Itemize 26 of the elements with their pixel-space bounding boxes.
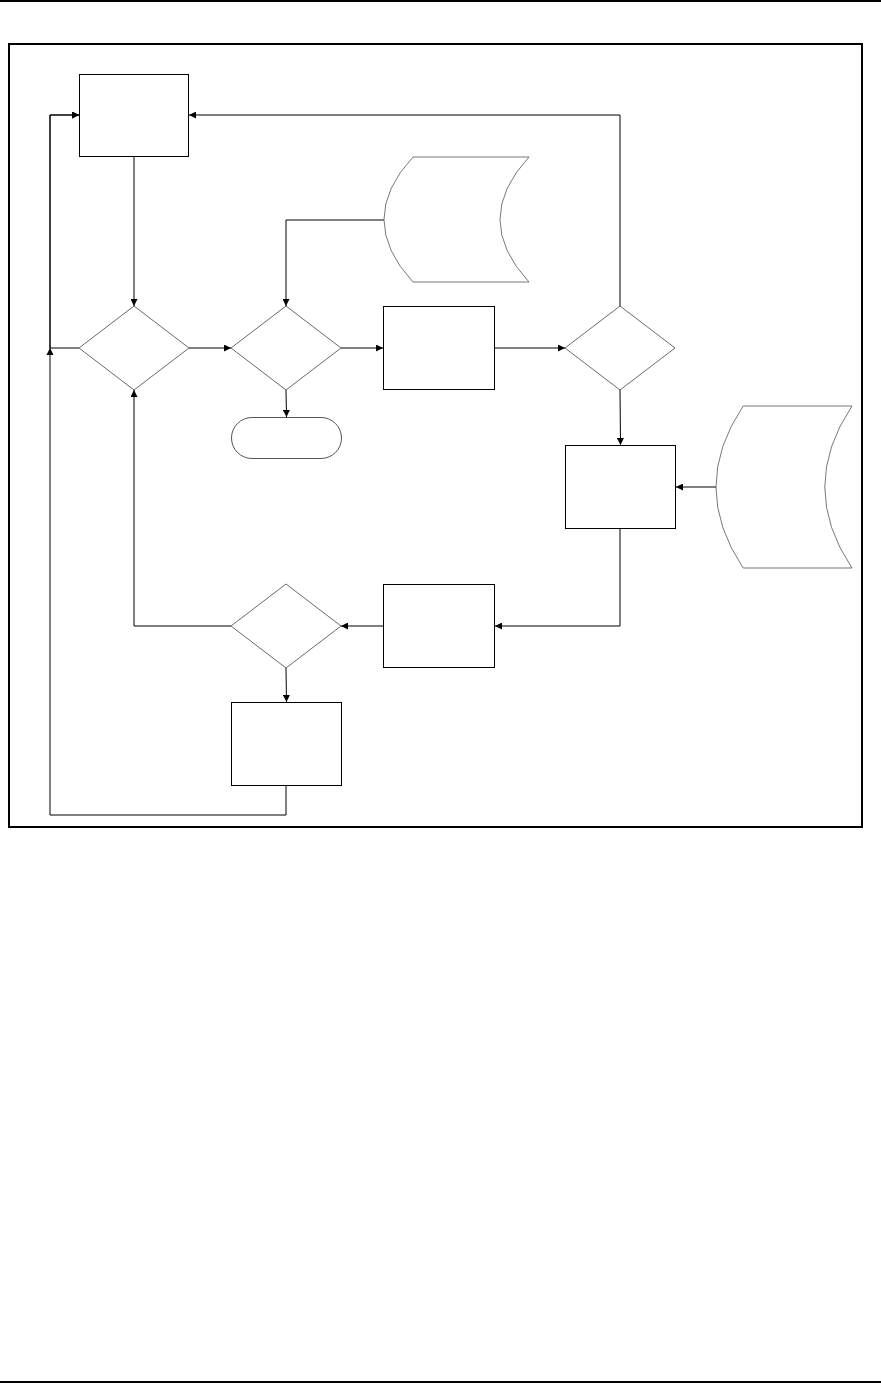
decision-diamond xyxy=(231,584,341,668)
stored-data-shape xyxy=(716,406,852,568)
arrow xyxy=(494,344,566,352)
arrow xyxy=(282,389,290,418)
terminator-shape xyxy=(231,417,342,459)
decision-diamond xyxy=(79,306,189,390)
arrow xyxy=(616,389,624,446)
arrow xyxy=(340,344,384,352)
arrow xyxy=(494,528,621,630)
process-box xyxy=(383,306,495,390)
decision-diamond xyxy=(565,306,675,390)
process-box xyxy=(383,584,495,668)
arrow xyxy=(49,111,80,349)
arrow xyxy=(188,111,621,307)
stored-data-shape xyxy=(384,157,529,282)
arrow xyxy=(188,344,232,352)
decision-diamond xyxy=(231,306,341,390)
arrow xyxy=(675,483,717,491)
arrow xyxy=(282,219,385,307)
arrow xyxy=(340,622,384,630)
arrow xyxy=(130,156,138,307)
process-box xyxy=(79,74,189,157)
process-box xyxy=(565,445,676,529)
arrow xyxy=(282,667,290,703)
process-box xyxy=(231,702,342,786)
arrow xyxy=(130,389,232,627)
